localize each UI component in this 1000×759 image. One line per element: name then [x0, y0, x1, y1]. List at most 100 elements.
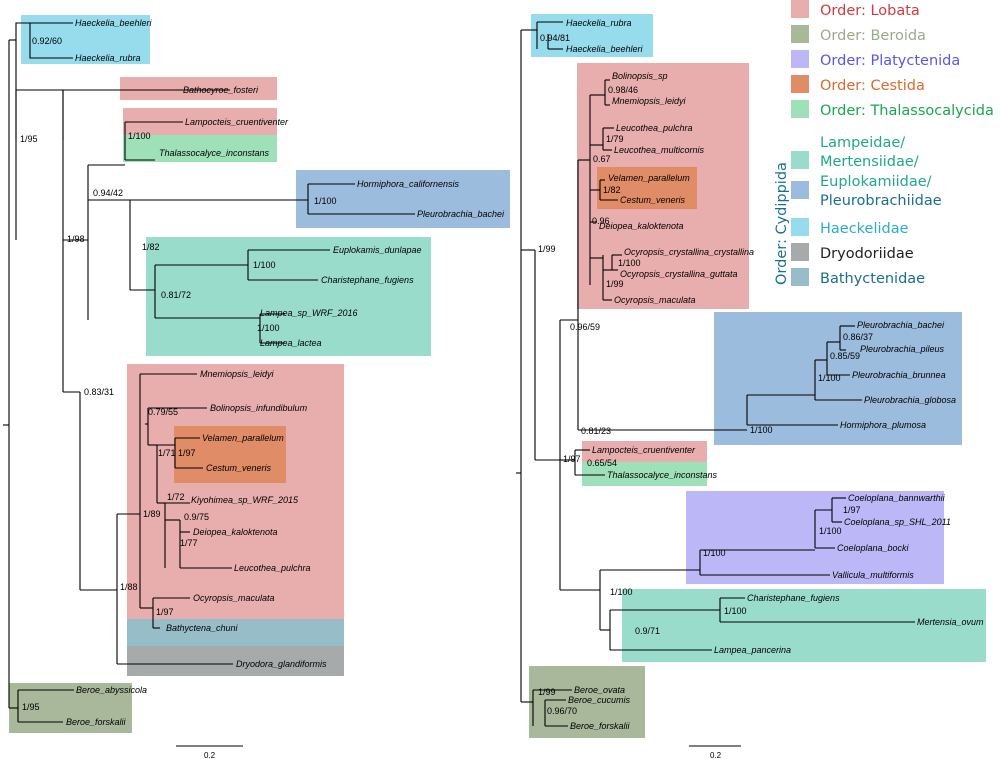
- tip-right-coeloplana-sp: Coeloplana_sp_SHL_2011: [844, 517, 951, 527]
- tip-left-bolinopsis: Bolinopsis_infundibulum: [210, 403, 308, 413]
- left-branches: [3, 22, 415, 723]
- sup-left-172: 1/72: [167, 492, 185, 502]
- sup-right-beroe-199: 1/99: [538, 687, 556, 697]
- legend-label-lampeidae: Lampeidae/: [820, 135, 905, 151]
- sup-right-pleuro-hormi: 1/100: [750, 425, 773, 435]
- box-pleurobrachiidae-right: [714, 312, 962, 445]
- sup-left-188: 1/88: [120, 582, 138, 592]
- legend-swatch-thalassocalycida: [791, 100, 809, 118]
- legend-label-pleurobrachiidae: Pleurobrachiidae: [820, 193, 942, 209]
- sup-left-velamen-cestum: 1/97: [178, 448, 196, 458]
- tip-left-thalassocalyce: Thalassocalyce_inconstans: [159, 148, 270, 158]
- box-thalassocalycida-left: [123, 135, 277, 162]
- right-branches: [516, 21, 915, 727]
- tip-right-lampea-pancerina: Lampea_pancerina: [714, 645, 791, 655]
- sup-left-ocyropsis-bathy: 1/97: [156, 607, 174, 617]
- tip-right-bolinopsis: Bolinopsis_sp: [612, 71, 668, 81]
- sup-left-lampocteis-thal: 1/100: [128, 131, 151, 141]
- box-dryodoriidae-left: [127, 646, 344, 676]
- right-tip-labels: Haeckelia_rubra Haeckelia_beehleri Bolin…: [566, 18, 984, 731]
- sup-left-0975: 0.9/75: [184, 512, 209, 522]
- tip-left-dryodora: Dryodora_glandiformis: [236, 659, 327, 669]
- sup-left-08172: 0.81/72: [161, 290, 191, 300]
- sup-right-08123: 0.81/23: [581, 426, 611, 436]
- sup-right-197: 1/97: [563, 454, 581, 464]
- sup-left-lampea: 1/100: [257, 323, 280, 333]
- sup-right-pleuro-8559: 0.85/59: [830, 351, 860, 361]
- tip-right-pleurobrachia-pileus: Pleurobrachia_pileus: [860, 344, 945, 354]
- legend-label-haeckelidae: Haeckelidae: [820, 221, 909, 237]
- sup-right-coelo-197: 1/97: [843, 505, 861, 515]
- legend-swatch-bathyctenidae: [791, 268, 809, 286]
- tip-right-coeloplana-bannwarthii: Coeloplana_bannwarthii: [848, 493, 946, 503]
- legend-swatch-beroida: [791, 25, 809, 43]
- tip-left-lampea-lactea: Lampea_lactea: [260, 338, 322, 348]
- tip-left-pleurobrachia-bachei: Pleurobrachia_bachei: [417, 209, 505, 219]
- legend-label-beroida: Order: Beroida: [820, 28, 926, 44]
- sup-right-ocyropsis-all: 1/99: [606, 279, 624, 289]
- sup-left-177: 1/77: [180, 538, 198, 548]
- tip-right-mertensia: Mertensia_ovum: [917, 617, 984, 627]
- legend-swatch-pleurobrachiidae: [791, 181, 809, 199]
- legend-label-mertensiidae: Mertensiidae/: [820, 154, 919, 170]
- sup-left-182: 1/82: [142, 242, 160, 252]
- box-thalassocalycida-right: [582, 462, 707, 486]
- tip-left-beroe-abyssicola: Beroe_abyssicola: [76, 685, 147, 695]
- tip-right-cestum: Cestum_veneris: [620, 195, 686, 205]
- box-haeckelidae-right: [531, 14, 653, 57]
- tip-left-hormiphora-californensis: Hormiphora_californensis: [357, 179, 460, 189]
- tip-left-beroe-forskalii: Beroe_forskalii: [66, 717, 127, 727]
- right-scale-bar: 0.2: [689, 745, 741, 759]
- tip-right-leucothea-pulchra: Leucothea_pulchra: [616, 123, 693, 133]
- tip-left-mnemiopsis: Mnemiopsis_leidyi: [200, 369, 275, 379]
- sup-right-199: 1/99: [538, 244, 556, 254]
- box-cestida-right: [597, 167, 697, 209]
- box-lobata-left-main: [127, 364, 344, 619]
- sup-left-198: 1/98: [67, 234, 85, 244]
- legend-label-cydippida: Order: Cydippida: [774, 162, 790, 285]
- sup-right-platy: 1/100: [703, 548, 726, 558]
- tip-right-thalassocalyce: Thalassocalyce_inconstans: [607, 470, 718, 480]
- right-support-values: 0.94/81 0.98/46 1/79 0.67 1/82 0.96 1/10…: [538, 33, 873, 716]
- sup-left-08331: 0.83/31: [84, 387, 114, 397]
- tip-left-lampea-sp: Lampea_sp_WRF_2016: [260, 308, 358, 318]
- sup-right-09659: 0.96/59: [570, 322, 600, 332]
- tip-right-beroe-ovata: Beroe_ovata: [574, 685, 625, 695]
- tip-right-vallicula: Vallicula_multiformis: [832, 570, 914, 580]
- tip-right-coeloplana-bocki: Coeloplana_bocki: [837, 543, 910, 553]
- tip-right-beroe-forskalii: Beroe_forskalii: [570, 721, 631, 731]
- legend-label-euplokamiidae: Euplokamiidae/: [820, 174, 932, 190]
- legend-label-bathyctenidae: Bathyctenidae: [820, 271, 925, 287]
- legend-swatch-dryodoriidae: [791, 243, 809, 261]
- tip-right-ocyropsis-maculata: Ocyropsis_maculata: [614, 295, 696, 305]
- sup-left-haeckelia: 0.92/60: [32, 36, 62, 46]
- tip-left-deiopea: Deiopea_kaloktenota: [193, 527, 278, 537]
- legend-label-dryodoriidae: Dryodoriidae: [820, 246, 914, 262]
- tip-right-lampocteis: Lampocteis_cruentiventer: [592, 445, 696, 455]
- tip-left-cestum: Cestum_veneris: [206, 463, 272, 473]
- legend: Order: Lobata Order: Beroida Order: Plat…: [774, 0, 994, 287]
- sup-left-189: 1/89: [143, 509, 161, 519]
- tip-left-haeckelia-beehleri: Haeckelia_beehleri: [75, 18, 153, 28]
- tip-right-haeckelia-beehleri: Haeckelia_beehleri: [566, 44, 644, 54]
- box-bathyctenidae-left: [127, 619, 344, 646]
- tip-left-euplokamis: Euplokamis_dunlapae: [333, 245, 422, 255]
- legend-swatch-lobata: [791, 0, 809, 18]
- box-lobata-lampocteis-right: [582, 441, 707, 462]
- sup-right-coelo-1100: 1/100: [819, 526, 842, 536]
- sup-left-hormiphora: 1/100: [314, 196, 337, 206]
- tip-left-velamen: Velamen_parallelum: [202, 433, 284, 443]
- legend-label-thalassocalycida: Order: Thalassocalycida: [820, 103, 994, 119]
- sup-left-beroe: 1/95: [22, 702, 40, 712]
- sup-right-beroe-09670: 0.96/70: [547, 706, 577, 716]
- sup-left-euplo-chari: 1/100: [253, 260, 276, 270]
- sup-left-07955: 0.79/55: [148, 407, 178, 417]
- tip-left-kiyohimea: Kiyohimea_sp_WRF_2015: [191, 495, 299, 505]
- sup-right-1100-big: 1/100: [610, 587, 633, 597]
- tip-left-haeckelia-rubra: Haeckelia_rubra: [75, 53, 141, 63]
- tip-left-leucothea: Leucothea_pulchra: [234, 563, 311, 573]
- sup-right-ocyropsis-cc-cg: 1/100: [618, 258, 641, 268]
- sup-right-lampocteis-thal: 0.65/54: [587, 458, 617, 468]
- box-beroida-left: [9, 683, 132, 733]
